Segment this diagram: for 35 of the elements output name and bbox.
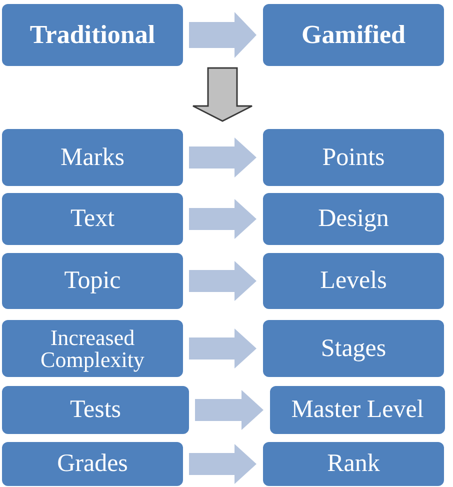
process-box <box>263 320 444 377</box>
process-box <box>2 442 183 486</box>
block-arrow <box>189 199 256 239</box>
block-arrow <box>189 12 256 58</box>
process-box <box>2 129 183 186</box>
node-label: Text <box>70 205 115 233</box>
process-box <box>263 253 444 309</box>
block-arrow <box>189 138 256 178</box>
node-label: Topic <box>64 267 121 295</box>
process-box <box>270 386 445 434</box>
block-arrow <box>195 390 264 430</box>
node-label: Stages <box>320 334 386 362</box>
node-label: Marks <box>60 144 124 172</box>
node-label: Tests <box>70 396 122 424</box>
process-box <box>263 442 444 486</box>
node-label: Rank <box>327 450 380 478</box>
process-box <box>263 4 444 66</box>
node-label: Grades <box>57 450 128 478</box>
node-label: Gamified <box>302 20 406 50</box>
node-label: Master Level <box>291 396 424 424</box>
node-label: Design <box>318 205 389 233</box>
node-label: Increased Complexity <box>40 326 146 370</box>
process-box <box>2 320 183 377</box>
block-arrow <box>189 444 256 484</box>
process-box <box>2 4 183 66</box>
process-box <box>263 193 444 245</box>
process-box <box>2 193 183 245</box>
node-label: Traditional <box>30 20 156 50</box>
process-box <box>2 253 183 309</box>
node-label: Points <box>322 144 385 172</box>
process-box <box>2 386 189 434</box>
process-box <box>263 129 444 186</box>
node-label: Levels <box>320 267 387 295</box>
block-arrow <box>189 261 256 301</box>
block-arrow <box>189 328 256 368</box>
